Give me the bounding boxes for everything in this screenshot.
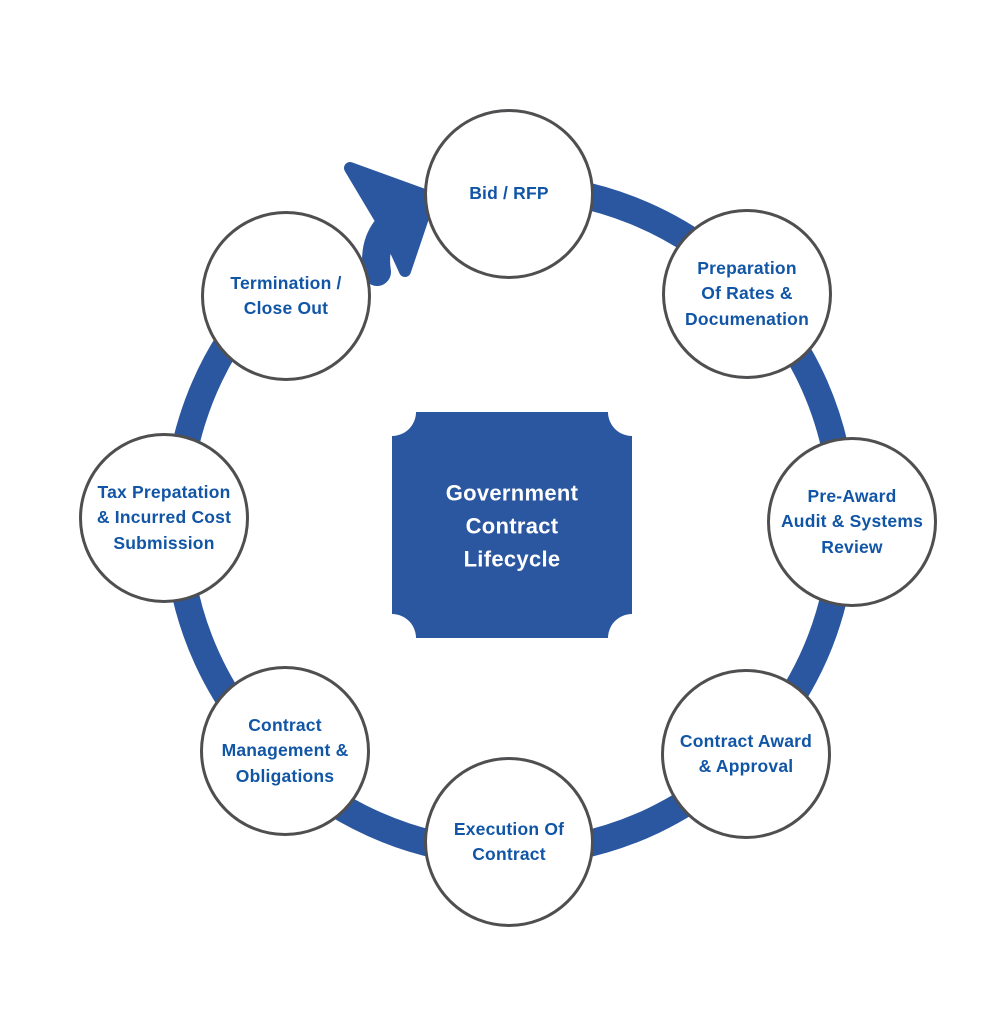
node-contract-management: Contract Management & Obligations bbox=[200, 666, 370, 836]
node-contract-award: Contract Award & Approval bbox=[661, 669, 831, 839]
node-pre-award-audit-label: Pre-Award Audit & Systems Review bbox=[780, 485, 924, 557]
node-contract-management-label: Contract Management & Obligations bbox=[221, 714, 349, 786]
node-termination-close-out: Termination / Close Out bbox=[201, 211, 371, 381]
diagram-title: Government Contract Lifecycle bbox=[445, 480, 579, 572]
cycle-arrow-icon bbox=[344, 162, 436, 286]
node-contract-award-label: Contract Award & Approval bbox=[679, 730, 813, 776]
node-execution-of-contract-label: Execution Of Contract bbox=[453, 818, 565, 864]
node-tax-preparation: Tax Prepatation & Incurred Cost Submissi… bbox=[79, 433, 249, 603]
node-preparation-of-rates: Preparation Of Rates & Documenation bbox=[662, 209, 832, 379]
node-execution-of-contract: Execution Of Contract bbox=[424, 757, 594, 927]
node-tax-preparation-label: Tax Prepatation & Incurred Cost Submissi… bbox=[96, 481, 232, 553]
center-panel bbox=[392, 412, 632, 638]
node-bid-rfp: Bid / RFP bbox=[424, 109, 594, 279]
node-bid-rfp-label: Bid / RFP bbox=[469, 183, 549, 204]
node-termination-close-out-label: Termination / Close Out bbox=[230, 272, 342, 318]
node-pre-award-audit: Pre-Award Audit & Systems Review bbox=[767, 437, 937, 607]
node-preparation-of-rates-label: Preparation Of Rates & Documenation bbox=[685, 257, 809, 329]
arrow-head bbox=[344, 162, 436, 277]
